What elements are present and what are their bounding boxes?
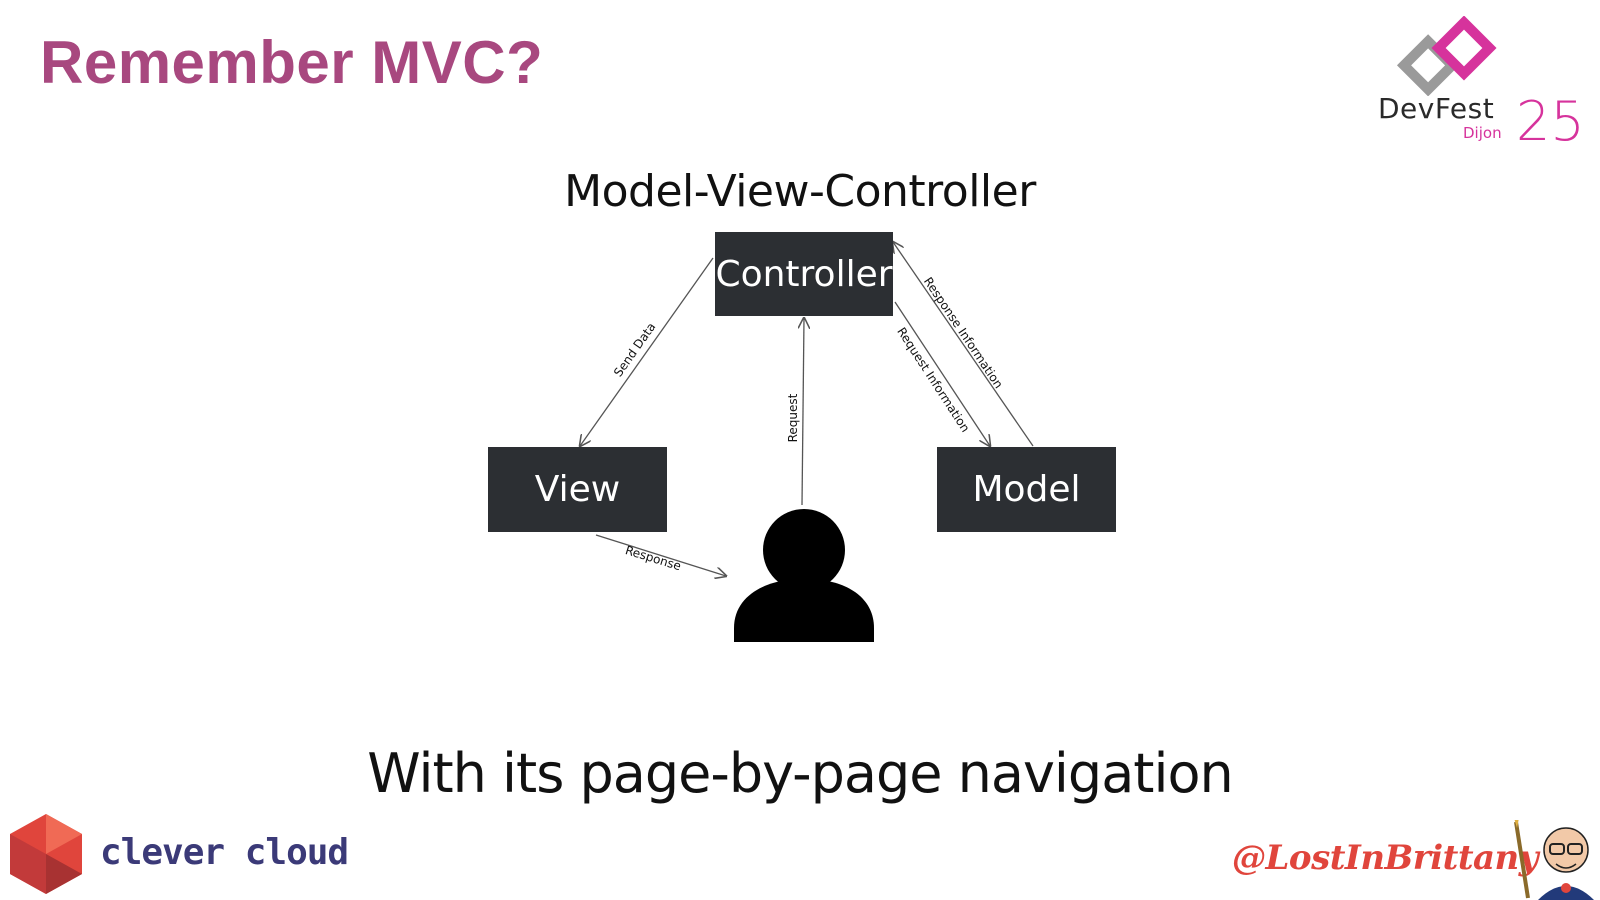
slide-title: Remember MVC? [40,29,544,96]
edge-response [595,534,726,576]
edge-label-response: Response [624,543,683,573]
edge-label-send-data: Send Data [611,320,658,379]
clever-cloud-icon [10,814,82,894]
model-node: Model [937,447,1116,532]
clever-cloud-logo: clever cloud [4,812,364,896]
user-silhouette-icon [734,509,874,642]
devfest-city: Dijon [1463,124,1502,142]
edge-response-information [893,242,1034,447]
devfest-logo: DevFest Dijon 25 [1378,16,1585,166]
speaker-handle: @LostInBrittany [1232,838,1539,878]
devfest-name: DevFest [1378,92,1495,125]
edge-request [802,318,804,506]
view-node: View [488,447,667,532]
edge-request-information [894,301,990,446]
slide-subtitle: With its page-by-page navigation [367,742,1234,805]
speaker-signature: @LostInBrittany [1232,820,1600,900]
speaker-avatar-icon [1514,820,1594,900]
diagram-title: Model-View-Controller [564,166,1036,217]
controller-node: Controller [715,232,893,316]
edge-send-data [580,257,714,446]
devfest-year: 25 [1516,90,1585,153]
edge-label-request: Request [786,393,800,442]
devfest-mark-icon [1396,16,1497,96]
clever-cloud-name: clever cloud [100,832,349,873]
